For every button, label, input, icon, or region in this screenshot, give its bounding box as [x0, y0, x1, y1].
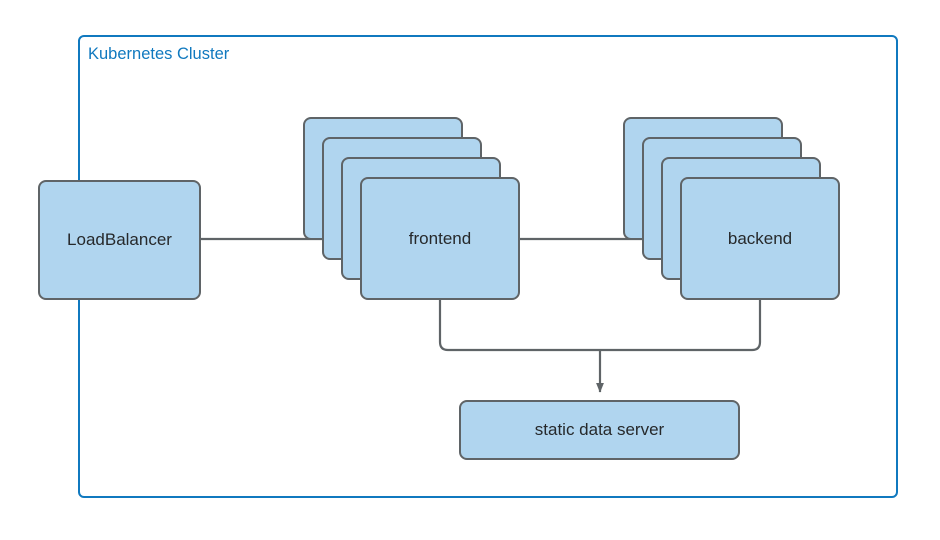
node-frontend-stack[interactable]: frontend	[303, 117, 520, 300]
node-loadbalancer[interactable]: LoadBalancer	[38, 180, 201, 300]
node-backend-label: backend	[727, 228, 793, 248]
kubernetes-cluster-label: Kubernetes Cluster	[88, 45, 230, 63]
node-frontend-label: frontend	[408, 228, 472, 248]
node-loadbalancer-label: LoadBalancer	[67, 230, 172, 249]
node-frontend-replica-4[interactable]: frontend	[360, 177, 520, 300]
node-static-data-server[interactable]: static data server	[459, 400, 740, 460]
node-static-data-server-label: static data server	[534, 420, 665, 439]
node-backend-replica-4[interactable]: backend	[680, 177, 840, 300]
node-backend-stack[interactable]: backend	[623, 117, 840, 300]
